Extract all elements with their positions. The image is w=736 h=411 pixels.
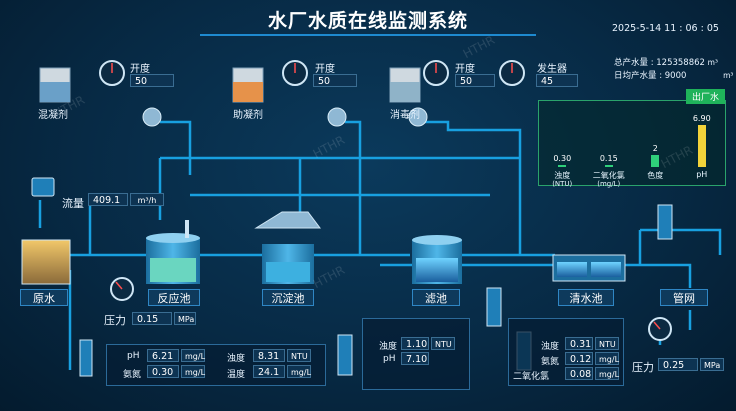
filter-tank [412,235,462,284]
clear-quality-panel: 浊度 0.31 NTU 氨氮 0.12 mg/L 二氧化氯 0.08 mg/L [508,318,624,386]
filter-turbidity-value: 1.10 [401,337,429,350]
dosing-1-opening[interactable]: 50 [130,74,174,87]
pressure-in-unit: MPa [174,312,196,325]
generator-value[interactable]: 45 [536,74,578,87]
raw-ph-value: 6.21 [147,349,179,362]
pressure-out-unit: MPa [700,358,724,371]
dosing-3-param-label: 开度 [455,64,475,75]
generator-label: 发生器 [537,64,567,75]
chart-category-label: 二氧化氯 [592,171,625,180]
gauge-icon [99,60,672,341]
clear-chlorine-unit: mg/L [595,367,619,380]
dosing-2-param-label: 开度 [315,64,335,75]
raw-ph-unit: mg/L [181,349,205,362]
pressure-in-label: 压力 [104,314,126,327]
raw-turbidity-label: 浊度 [227,354,246,364]
filter-ph-value: 7.10 [401,352,429,365]
stage-reaction[interactable]: 反应池 [148,289,200,306]
chart-value-label: 0.15 [599,154,618,163]
chart-value-label: 0.30 [553,154,572,163]
chart-category-label: 浊度 [554,171,571,180]
clear-water-tank [552,254,626,282]
chart-bar [604,165,613,167]
daily-water-label: 日均产水量 : 9000 [614,71,687,81]
raw-ammonia-unit: mg/L [181,365,205,378]
dosing-3-opening[interactable]: 50 [455,74,495,87]
total-water: 总产水量 : 125358862 m³ [614,56,718,68]
raw-temp-value: 24.1 [253,365,285,378]
analyzer-icon [31,177,673,377]
chart-value-label: 2 [652,143,658,153]
chart-unit-label: (mg/L) [597,180,621,188]
dosing-tank-2 [232,67,264,103]
pump-icon [142,107,428,127]
dosing-3-label: 消毒剂 [390,110,420,121]
stage-filter[interactable]: 滤池 [412,289,460,306]
dosing-1-param-label: 开度 [130,64,150,75]
chart-bar [558,165,567,167]
filter-turbidity-unit: NTU [431,337,455,350]
clear-ammonia-unit: mg/L [595,352,619,365]
filter-quality-panel: 浊度 1.10 NTU pH 7.10 [362,318,470,390]
datetime: 2025-5-14 11 : 06 : 05 [612,23,719,34]
daily-water: 日均产水量 : 9000 m³ [614,69,733,81]
chart-bar [697,124,706,167]
title-frame [200,4,536,36]
stage-raw[interactable]: 原水 [20,289,68,306]
dosing-tank-3 [389,67,421,103]
outflow-chart-title: 出厂水 [685,89,725,104]
clear-turbidity-label: 浊度 [541,342,560,352]
stage-network[interactable]: 管网 [660,289,708,306]
dosing-1-label: 混凝剂 [38,110,68,121]
raw-temp-label: 温度 [227,370,246,380]
dosing-tank-1 [39,67,71,103]
clear-turbidity-value: 0.31 [565,337,593,350]
chart-value-label: 6.90 [692,113,711,123]
total-water-label: 总产水量 : 125358862 [614,58,705,68]
flow-unit: m³/h [130,193,164,206]
sedimentation-tank [254,211,321,284]
raw-ph-label: pH [127,351,140,361]
raw-ammonia-value: 0.30 [147,365,179,378]
filter-turbidity-label: 浊度 [379,342,398,352]
flow-value: 409.1 [88,193,128,206]
total-water-unit: m³ [707,58,718,67]
stage-sedimentation[interactable]: 沉淀池 [262,289,314,306]
chart-category-label: pH [696,170,708,179]
chart-bar [651,154,660,167]
clear-chlorine-value: 0.08 [565,367,593,380]
clear-chlorine-label: 二氧化氯 [513,372,550,382]
raw-quality-panel: pH 6.21 mg/L 浊度 8.31 NTU 氨氮 0.30 mg/L 温度… [106,344,326,386]
flow-label: 流量 [62,197,84,210]
dosing-2-label: 助凝剂 [233,110,263,121]
page-title: 水厂水质在线监测系统 [267,10,468,32]
outflow-chart: 0.30 浊度(NTU) 0.15 二氧化氯(mg/L) 2 色度 6.90 pH [539,101,725,188]
daily-water-unit: m³ [723,71,734,80]
pressure-in-value: 0.15 [132,312,172,325]
raw-temp-unit: mg/L [287,365,311,378]
clear-ammonia-value: 0.12 [565,352,593,365]
clear-turbidity-unit: NTU [595,337,619,350]
raw-water-tank [21,239,71,285]
clear-ammonia-label: 氨氮 [541,357,560,367]
raw-turbidity-value: 8.31 [253,349,285,362]
reaction-tank [146,220,200,284]
chart-unit-label: (NTU) [552,180,573,188]
outflow-chart-panel: 出厂水 0.30 浊度(NTU) 0.15 二氧化氯(mg/L) 2 色度 6.90 pH [538,89,726,188]
stage-clear[interactable]: 清水池 [558,289,614,306]
chart-category-label: 色度 [647,171,664,180]
raw-ammonia-label: 氨氮 [123,370,142,380]
pressure-out-value: 0.25 [658,358,698,371]
raw-turbidity-unit: NTU [287,349,311,362]
filter-ph-label: pH [383,354,396,364]
pressure-out-label: 压力 [632,361,654,374]
dosing-2-opening[interactable]: 50 [313,74,357,87]
